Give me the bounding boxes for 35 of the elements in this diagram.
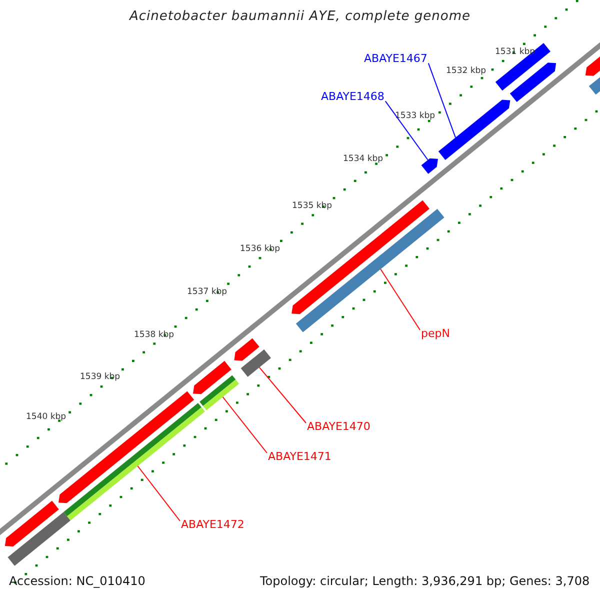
leader-line [258, 366, 306, 424]
gene-feature [510, 62, 556, 102]
gene-feature [234, 338, 260, 361]
gene-label: ABAYE1467 [364, 52, 428, 66]
gene-label: ABAYE1468 [321, 90, 384, 104]
scale-label: 1531 kbp [495, 47, 536, 58]
leader-line [428, 62, 456, 138]
gene-label: ABAYE1470 [307, 420, 370, 434]
gene-label: pepN [421, 327, 450, 340]
gene-feature [495, 43, 550, 91]
scale-label: 1535 kbp [292, 201, 332, 212]
gene-label: ABAYE1471 [268, 450, 332, 464]
scale-label: 1539 kbp [80, 372, 120, 382]
gene-label: ABAYE1472 [181, 518, 244, 532]
leader-line [384, 100, 428, 160]
scale-label: 1537 kbp [187, 287, 228, 298]
title: Acinetobacter baumannii AYE, complete genome [128, 9, 472, 25]
gene-feature [4, 500, 59, 546]
scale-label: 1533 kbp [395, 111, 436, 122]
scale-label: 1538 kbp [134, 330, 174, 340]
gene-feature [193, 360, 232, 394]
gene-feature [240, 349, 271, 377]
scale-label: 1532 kbp [446, 66, 486, 76]
accession-text: Accession: NC_010410 [9, 574, 146, 588]
scale-label: 1534 kbp [343, 154, 384, 164]
gene-feature [203, 380, 240, 410]
gene-feature [292, 200, 430, 314]
gene-feature [438, 100, 510, 160]
gene-feature [8, 512, 70, 566]
scale-label: 1540 kbp [26, 412, 66, 422]
genome-summary: Topology: circular; Length: 3,936,291 bp; Genes: 3,708 [260, 574, 590, 588]
gene-feature [421, 158, 438, 174]
gene-feature [200, 375, 236, 406]
scale-label: 1536 kbp [240, 244, 280, 254]
leader-line [137, 466, 180, 522]
